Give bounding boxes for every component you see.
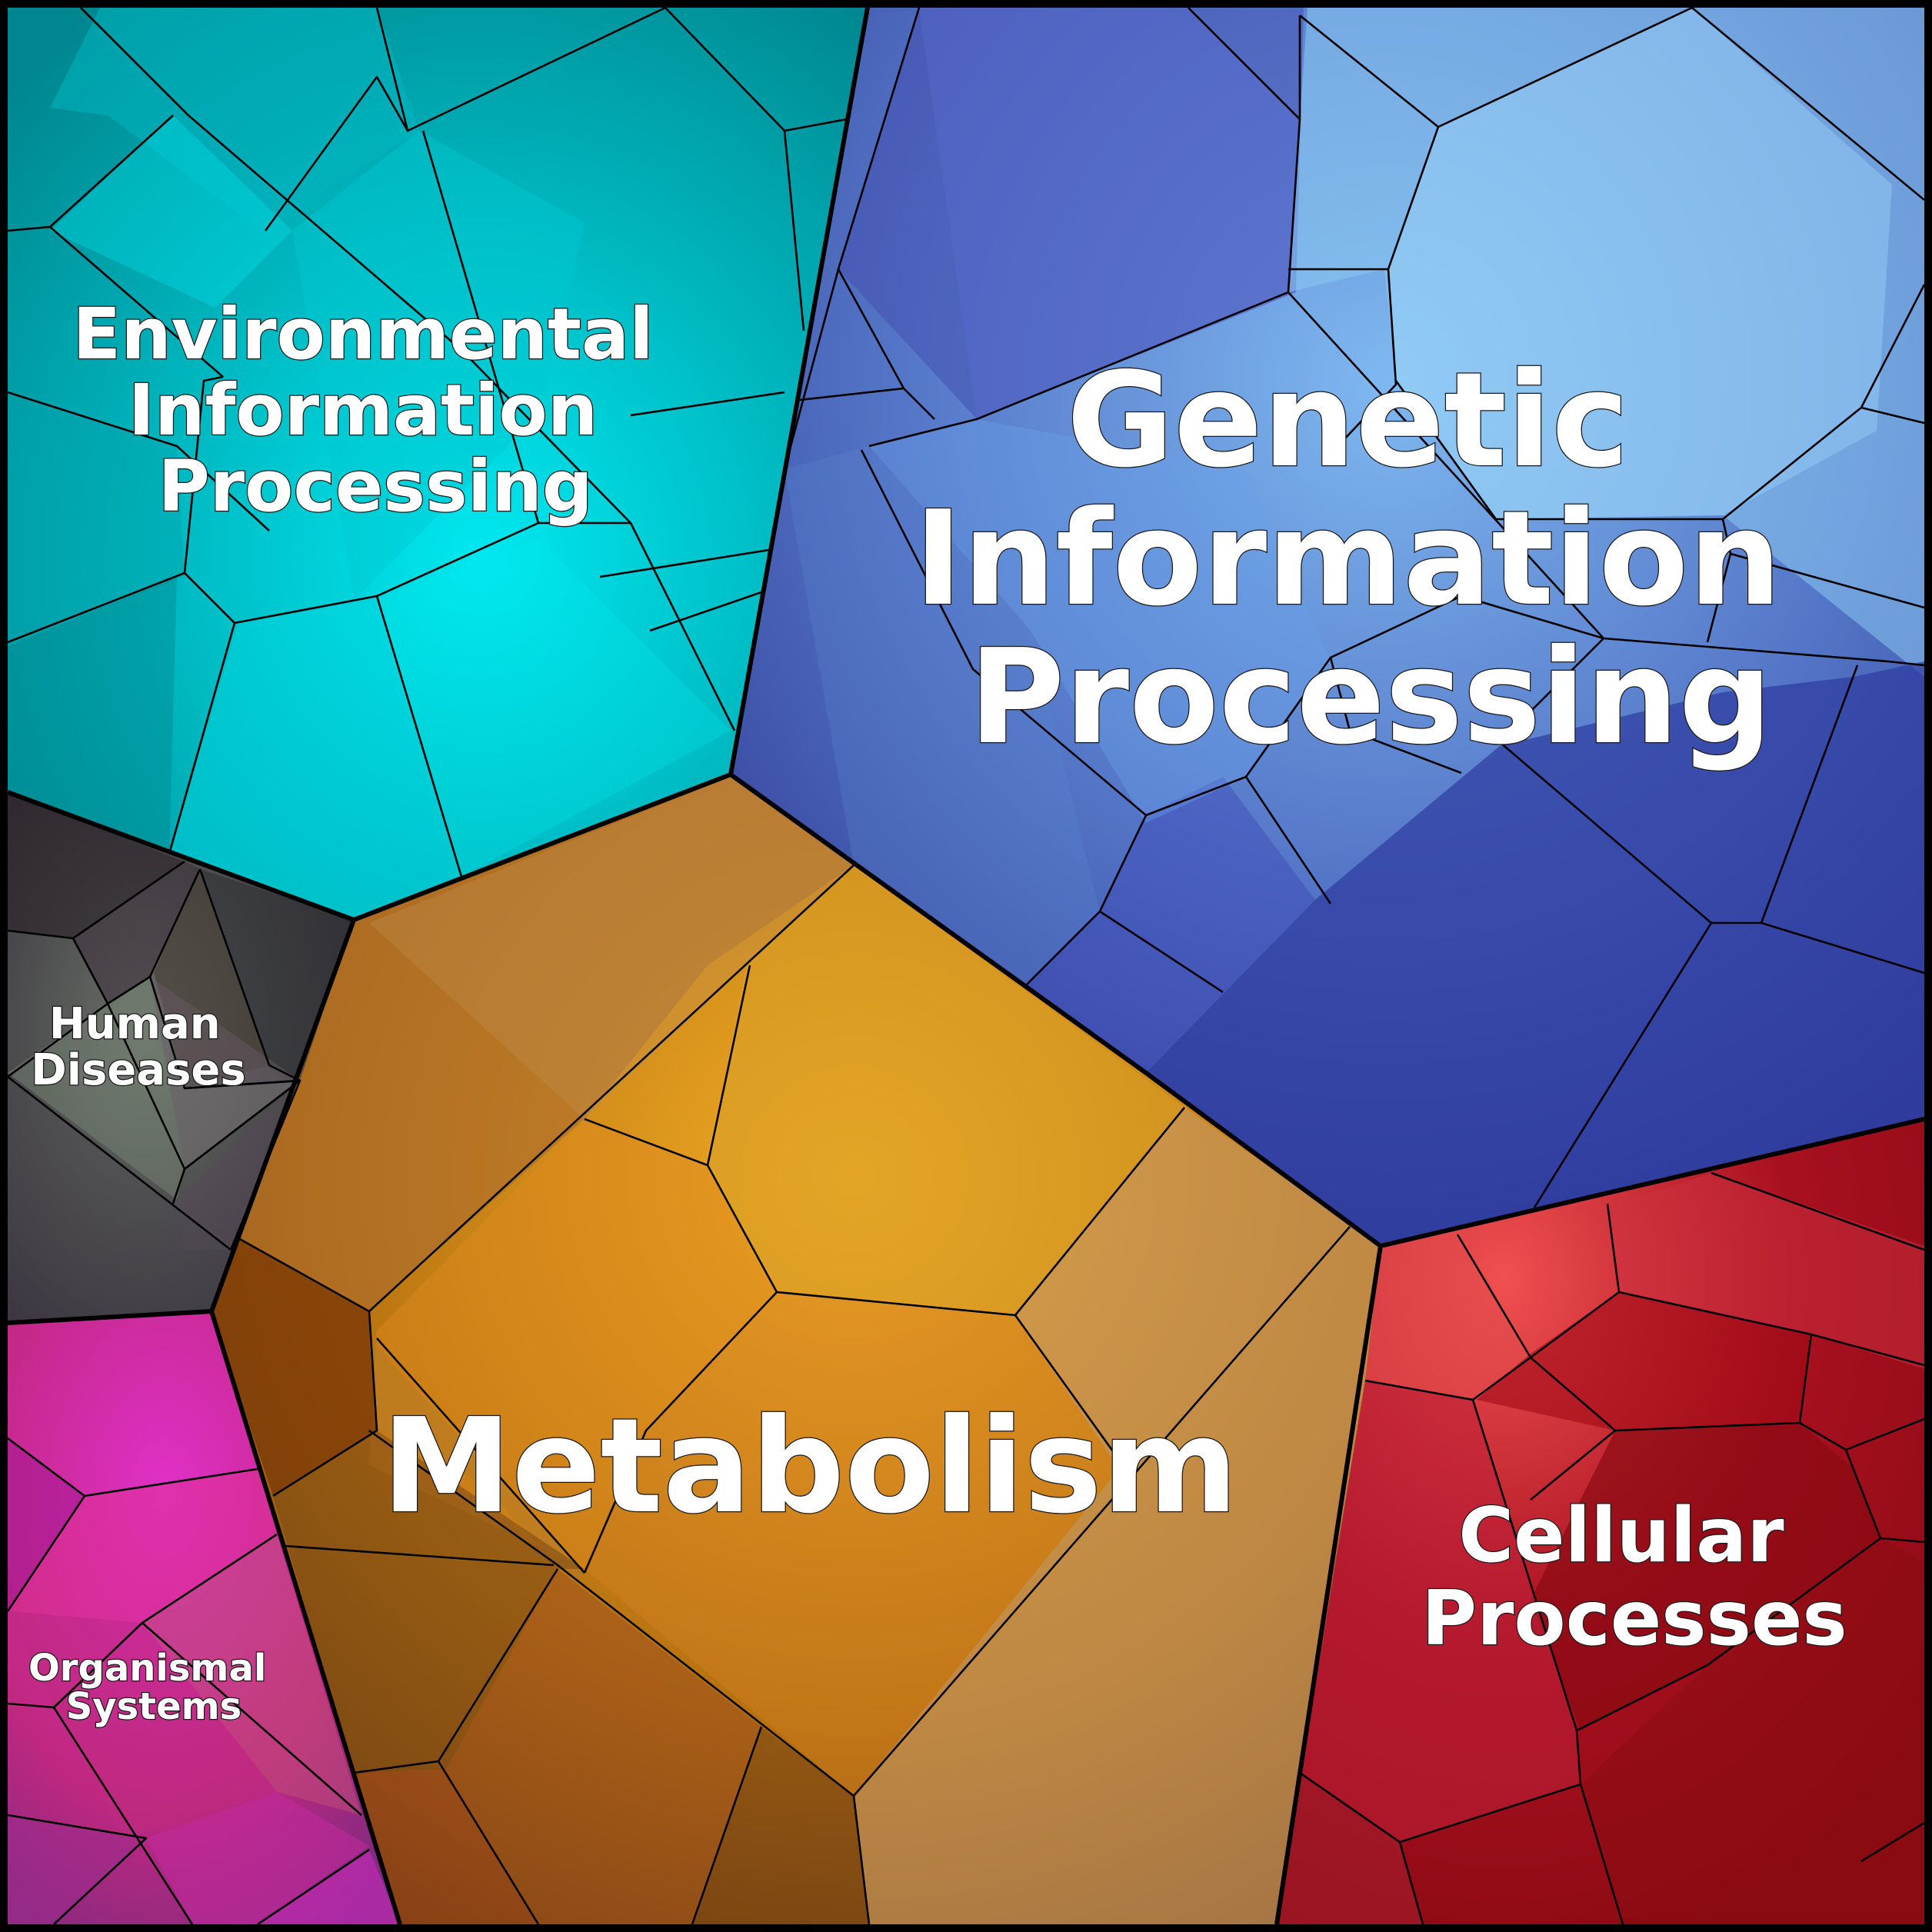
region-organismal xyxy=(6,1311,400,1926)
label-human-diseases: Human Diseases xyxy=(31,999,245,1095)
region-environmental xyxy=(7,6,868,920)
region-genetic xyxy=(731,6,1926,1246)
region-cellular xyxy=(1275,1119,1925,1925)
region-human-diseases xyxy=(6,792,354,1323)
label-organismal: Organismal Systems xyxy=(28,1647,279,1728)
label-metabolism: Metabolism xyxy=(381,1391,1238,1543)
label-environmental: Environmental Information Processing xyxy=(72,293,678,528)
label-genetic: Genetic Information Processing xyxy=(914,345,1827,774)
region-metabolism xyxy=(212,774,1381,1925)
label-cellular: Cellular Processes xyxy=(1421,1492,1847,1663)
